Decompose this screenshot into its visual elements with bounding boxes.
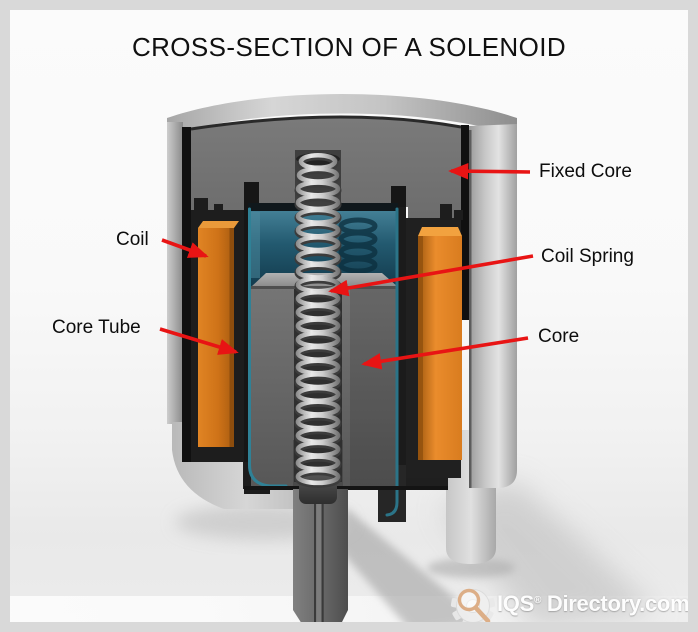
label-fixed-core: Fixed Core bbox=[539, 161, 632, 182]
arrow-core bbox=[361, 336, 529, 370]
coil-right bbox=[418, 227, 462, 460]
arrow-core-tube bbox=[159, 327, 239, 355]
diagram-title: CROSS-SECTION OF A SOLENOID bbox=[131, 32, 567, 62]
label-core-tube: Core Tube bbox=[52, 317, 141, 338]
gear-magnifier-icon bbox=[450, 584, 496, 622]
label-coil: Coil bbox=[116, 229, 149, 250]
watermark-iqs: IQS bbox=[497, 591, 534, 616]
arrow-coil-spring bbox=[328, 254, 534, 297]
solenoid-illustration bbox=[159, 94, 658, 622]
shell-right-wall bbox=[469, 124, 517, 488]
registered-mark: ® bbox=[534, 595, 542, 606]
coil-left bbox=[198, 221, 239, 447]
label-arrows bbox=[159, 162, 534, 370]
magnifier-glass bbox=[457, 588, 481, 612]
watermark-domain: Directory.com bbox=[546, 591, 690, 616]
watermark-brand: IQS® Directory.com bbox=[497, 591, 690, 617]
arrow-fixed-core bbox=[448, 162, 531, 180]
coil-spring-rings bbox=[294, 152, 342, 488]
label-core: Core bbox=[538, 326, 580, 347]
magnifier-handle bbox=[473, 605, 491, 622]
shell-left-wall bbox=[167, 122, 183, 424]
core-tube-lines bbox=[248, 207, 399, 517]
arrow-coil bbox=[161, 238, 209, 258]
shell-top-rim bbox=[167, 94, 517, 136]
label-coil-spring: Coil Spring bbox=[541, 246, 634, 267]
